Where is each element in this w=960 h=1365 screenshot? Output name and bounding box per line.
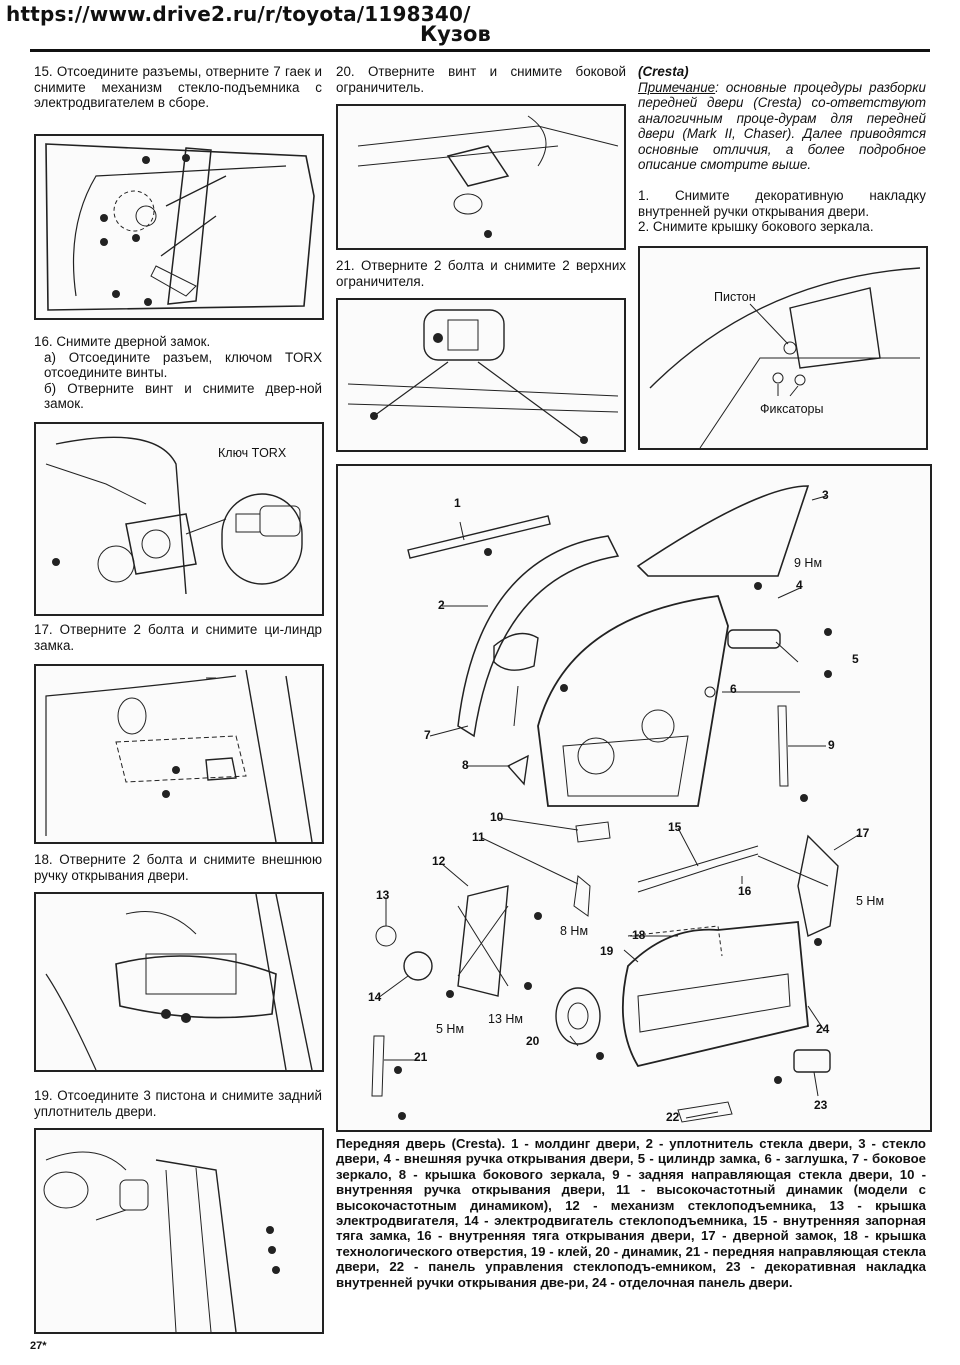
cresta-steps: 1. Снимите декоративную накладку внутрен… xyxy=(638,188,926,235)
part-number: 16 xyxy=(738,884,752,898)
step-20-text: 20. Отверните винт и снимите боковой огр… xyxy=(336,64,626,95)
part-number: 15 xyxy=(668,820,682,834)
part-number: 24 xyxy=(816,1022,830,1036)
part-number: 4 xyxy=(796,578,803,592)
figure-lock-cylinder xyxy=(34,664,324,844)
torque-label: 5 Нм xyxy=(856,894,885,908)
part-number: 20 xyxy=(526,1034,540,1048)
part-number: 13 xyxy=(376,888,390,902)
torque-label: 8 Нм xyxy=(560,924,589,938)
part-number: 7 xyxy=(424,728,431,742)
part-number: 23 xyxy=(814,1098,828,1112)
figure-mirror-cover: Пистон Фиксаторы xyxy=(638,246,928,450)
part-number: 12 xyxy=(432,854,446,868)
step-16-text: 16. Снимите дверной замок. а) Отсоединит… xyxy=(34,334,322,412)
part-number: 3 xyxy=(822,488,829,502)
torque-label: 5 Нм xyxy=(436,1022,465,1036)
section-title: Кузов xyxy=(420,22,491,46)
cresta-title: (Cresta) xyxy=(638,64,689,79)
part-number: 1 xyxy=(454,496,461,510)
part-number: 6 xyxy=(730,682,737,696)
cresta-note: (Cresta) Примечание: основные процедуры … xyxy=(638,64,926,173)
part-number: 10 xyxy=(490,810,504,824)
figure-upper-stoppers xyxy=(336,298,626,452)
label-clips: Фиксаторы xyxy=(760,402,824,416)
part-number: 2 xyxy=(438,598,445,612)
figure-door-lock: Ключ TORX xyxy=(34,422,324,616)
part-number: 5 xyxy=(852,652,859,666)
step-16-a: а) Отсоедините разъем, ключом TORX отсое… xyxy=(44,349,322,381)
cresta-step-1: 1. Снимите декоративную накладку внутрен… xyxy=(638,188,926,219)
page-number: 27* xyxy=(30,1340,47,1352)
step-17-text: 17. Отверните 2 болта и снимите ци-линдр… xyxy=(34,622,322,653)
cresta-note-paragraph: Примечание: основные процедуры разборки … xyxy=(638,80,926,173)
cresta-step-2: 2. Снимите крышку бокового зеркала. xyxy=(638,219,874,234)
figure-side-stopper xyxy=(336,104,626,250)
part-number: 8 xyxy=(462,758,469,772)
figure-rear-seal xyxy=(34,1128,324,1334)
step-19-text: 19. Отсоедините 3 пистона и снимите задн… xyxy=(34,1088,322,1119)
step-21-text: 21. Отверните 2 болта и снимите 2 верхни… xyxy=(336,258,626,289)
figure-caption: Передняя дверь (Cresta). 1 - молдинг две… xyxy=(336,1136,926,1290)
step-16-b: б) Отверните винт и снимите двер-ной зам… xyxy=(44,380,322,412)
part-number: 19 xyxy=(600,944,614,958)
figure-outer-handle xyxy=(34,892,324,1072)
note-text: : основные процедуры разборки передней д… xyxy=(638,79,926,173)
label-torx-key: Ключ TORX xyxy=(218,446,287,460)
source-url: https://www.drive2.ru/r/toyota/1198340/ xyxy=(6,2,471,26)
step-15-text: 15. Отсоедините разъемы, отверните 7 гае… xyxy=(34,64,322,110)
part-number: 14 xyxy=(368,990,382,1004)
part-number: 22 xyxy=(666,1110,680,1124)
figure-window-regulator xyxy=(34,134,324,320)
part-number: 9 xyxy=(828,738,835,752)
figure-front-door-exploded: 1 2 3 4 5 6 7 8 9 10 11 12 13 14 15 16 1… xyxy=(336,464,932,1132)
part-number: 17 xyxy=(856,826,870,840)
label-piston: Пистон xyxy=(714,290,756,304)
part-number: 11 xyxy=(472,830,485,844)
header-rule xyxy=(30,49,930,52)
torque-label: 9 Нм xyxy=(794,556,823,570)
note-label: Примечание xyxy=(638,79,716,95)
torque-label: 13 Нм xyxy=(488,1012,523,1026)
step-18-text: 18. Отверните 2 болта и снимите внешнюю … xyxy=(34,852,322,883)
part-number: 18 xyxy=(632,928,646,942)
part-number: 21 xyxy=(414,1050,428,1064)
step-16-title: 16. Снимите дверной замок. xyxy=(34,334,211,349)
